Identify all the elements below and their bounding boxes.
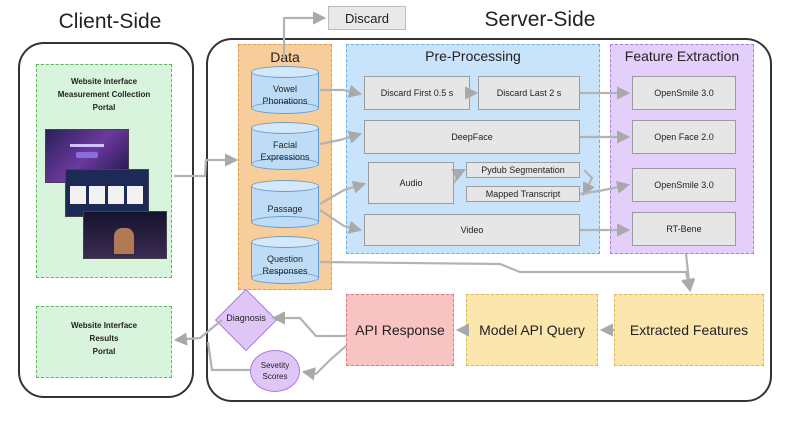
results-portal: Website Interface Results Portal bbox=[36, 306, 172, 378]
opensmile-box-1: OpenSmile 3.0 bbox=[632, 76, 736, 110]
portal-top-line-1: Website Interface bbox=[70, 77, 138, 86]
portal-screenshot-2 bbox=[65, 169, 149, 217]
mapped-transcript-box: Mapped Transcript bbox=[466, 186, 580, 202]
portal-top-line-2: Measurement Collection bbox=[57, 90, 151, 99]
audio-box: Audio bbox=[368, 162, 454, 204]
portal-top-line-3: Portal bbox=[92, 103, 116, 112]
discard-box: Discard bbox=[328, 6, 406, 30]
question-label-2: Responses bbox=[262, 266, 308, 276]
rt-bene-box: RT-Bene bbox=[632, 212, 736, 246]
opensmile-box-2: OpenSmile 3.0 bbox=[632, 168, 736, 202]
diagnosis-label: Diagnosis bbox=[226, 313, 266, 323]
vowel-label-1: Vowel bbox=[272, 84, 297, 94]
passage-db: Passage bbox=[251, 180, 319, 228]
data-column-title: Data bbox=[270, 49, 300, 65]
openface-box: Open Face 2.0 bbox=[632, 120, 736, 154]
severity-label-2: Scores bbox=[262, 372, 288, 381]
discard-last-box: Discard Last 2 s bbox=[478, 76, 580, 110]
passage-label: Passage bbox=[267, 204, 303, 214]
video-box: Video bbox=[364, 214, 580, 246]
portal-bottom-line-2: Results bbox=[89, 334, 119, 343]
discard-first-box: Discard First 0.5 s bbox=[364, 76, 470, 110]
deepface-box: DeepFace bbox=[364, 120, 580, 154]
model-api-query-box: Model API Query bbox=[466, 294, 598, 366]
vowel-label-2: Phonations bbox=[262, 96, 308, 106]
severity-label-1: Sevetity bbox=[260, 361, 290, 370]
question-label-1: Question bbox=[266, 254, 304, 264]
preprocessing-title: Pre-Processing bbox=[425, 48, 521, 64]
facial-label-1: Facial bbox=[272, 140, 297, 150]
pydub-box: Pydub Segmentation bbox=[466, 162, 580, 178]
portal-bottom-line-1: Website Interface bbox=[70, 321, 138, 330]
measurement-portal: Website Interface Measurement Collection… bbox=[36, 64, 172, 278]
extracted-features-box: Extracted Features bbox=[614, 294, 764, 366]
client-side-title: Client-Side bbox=[58, 10, 162, 33]
api-response-box: API Response bbox=[346, 294, 454, 366]
portal-screenshot-3 bbox=[83, 211, 167, 259]
feature-extraction-title: Feature Extraction bbox=[624, 48, 740, 64]
portal-bottom-line-3: Portal bbox=[92, 347, 116, 356]
server-side-title: Server-Side bbox=[484, 8, 596, 31]
facial-label-2: Expressions bbox=[260, 152, 310, 162]
